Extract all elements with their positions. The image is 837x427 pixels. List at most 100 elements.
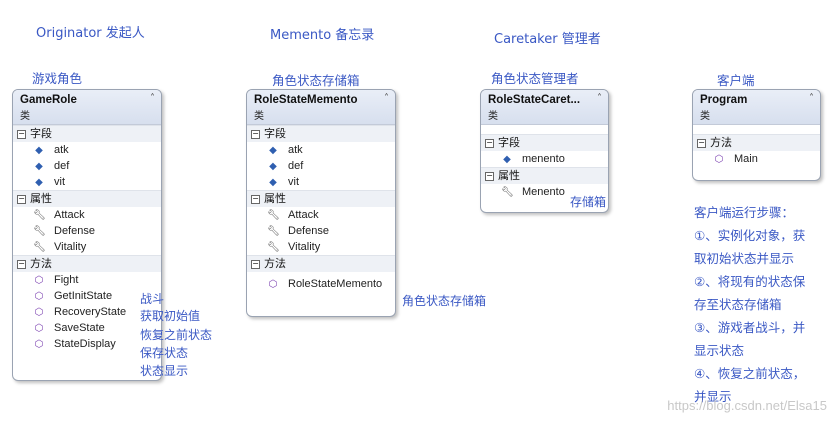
property-row[interactable]: 🔧︎ Attack <box>13 207 161 223</box>
section-properties[interactable]: −属性 <box>13 190 161 207</box>
property-row[interactable]: 🔧︎Menento <box>481 184 608 200</box>
field-row[interactable]: ◆ def <box>247 158 395 174</box>
minus-box-icon[interactable]: − <box>17 259 26 269</box>
property-name: Defense <box>288 225 329 237</box>
method-row[interactable]: ⬡StateDisplay <box>13 336 161 352</box>
field-row[interactable]: ◆ menento <box>481 151 608 167</box>
method-note-save: 保存状态 <box>140 346 189 360</box>
class-name: GameRole <box>20 94 77 106</box>
section-fields[interactable]: −字段 <box>481 134 608 151</box>
section-methods[interactable]: −方法 <box>13 255 161 272</box>
client-steps-title: 客户端运行步骤： <box>694 205 795 220</box>
class-kind: 类 <box>488 111 498 122</box>
minus-box-icon[interactable]: − <box>251 194 260 204</box>
method-icon: ⬡ <box>268 279 278 290</box>
property-name: Attack <box>54 209 85 221</box>
method-name: Fight <box>54 274 79 286</box>
method-name: RecoveryState <box>54 306 127 318</box>
field-icon: ◆ <box>269 161 277 172</box>
field-name: vit <box>288 176 299 188</box>
memento-header: Memento 备忘录 <box>270 28 375 43</box>
method-note-get-init: 获取初始值 <box>140 309 201 323</box>
field-row[interactable]: ◆ vit <box>247 174 395 190</box>
collapse-chevron-icon[interactable]: ˄ <box>384 93 389 104</box>
method-icon: ⬡ <box>34 307 44 318</box>
section-label: 属性 <box>264 192 286 205</box>
class-kind: 类 <box>20 111 30 122</box>
class-kind: 类 <box>700 111 710 122</box>
section-fields[interactable]: −字段 <box>247 125 395 142</box>
watermark: https://blog.csdn.net/Elsa15 <box>667 398 827 413</box>
method-row[interactable]: ⬡GetInitState <box>13 288 161 304</box>
minus-box-icon[interactable]: − <box>697 138 706 148</box>
method-row[interactable]: ⬡Fight <box>13 272 161 288</box>
field-icon: ◆ <box>35 161 43 172</box>
minus-box-icon[interactable]: − <box>251 259 260 269</box>
wrench-icon: 🔧︎ <box>33 242 46 253</box>
property-name: Vitality <box>54 241 87 253</box>
section-fields[interactable]: −字段 <box>13 125 161 142</box>
property-name: Defense <box>54 225 95 237</box>
method-row[interactable]: ⬡ RoleStateMemento <box>247 276 395 292</box>
method-name: RoleStateMemento <box>288 278 383 290</box>
section-label: 属性 <box>30 192 52 205</box>
section-methods[interactable]: −方法 <box>693 134 820 151</box>
game-role-class[interactable]: GameRole 类 ˄ −字段 ◆atk ◆def ◆vit −属性 🔧︎At… <box>12 89 162 381</box>
caretaker-header: Caretaker 管理者 <box>494 32 601 47</box>
method-row[interactable]: ⬡ SaveState <box>13 320 161 336</box>
field-row[interactable]: ◆def <box>13 158 161 174</box>
section-label: 字段 <box>264 127 286 140</box>
field-row[interactable]: ◆atk <box>247 142 395 158</box>
section-methods[interactable]: −方法 <box>247 255 395 272</box>
property-row[interactable]: 🔧︎ Vitality <box>13 239 161 255</box>
method-icon: ⬡ <box>34 323 44 334</box>
field-icon: ◆ <box>269 145 277 156</box>
field-name: def <box>288 160 304 172</box>
field-row[interactable]: ◆atk <box>13 142 161 158</box>
section-label: 属性 <box>498 169 520 182</box>
role-state-memento-class[interactable]: RoleStateMemento 类 ˄ −字段 ◆atk ◆def ◆vit … <box>246 89 396 317</box>
wrench-icon: 🔧︎ <box>267 210 280 221</box>
client-step-line: 存至状态存储箱 <box>694 297 782 312</box>
collapse-chevron-icon[interactable]: ˄ <box>597 93 602 104</box>
method-row[interactable]: ⬡Main <box>693 151 820 167</box>
minus-box-icon[interactable]: − <box>251 129 260 139</box>
section-label: 字段 <box>30 127 52 140</box>
program-class[interactable]: Program 类 ˄ −方法 ⬡Main <box>692 89 821 181</box>
class-name: RoleStateMemento <box>254 94 358 106</box>
minus-box-icon[interactable]: − <box>17 194 26 204</box>
property-name: Menento <box>522 186 565 198</box>
property-row[interactable]: 🔧︎Vitality <box>247 239 395 255</box>
field-icon: ◆ <box>503 154 511 165</box>
property-row[interactable]: 🔧︎Defense <box>247 223 395 239</box>
role-state-caretaker-class[interactable]: RoleStateCaret... 类 ˄ −字段 ◆menento −属性 🔧… <box>480 89 609 213</box>
section-label: 方法 <box>710 136 732 149</box>
game-role-header: GameRole 类 ˄ <box>13 90 161 125</box>
collapse-chevron-icon[interactable]: ˄ <box>809 93 814 104</box>
minus-box-icon[interactable]: − <box>17 129 26 139</box>
method-row[interactable]: ⬡ RecoveryState <box>13 304 161 320</box>
method-name: SaveState <box>54 322 105 334</box>
field-name: menento <box>522 153 565 165</box>
minus-box-icon[interactable]: − <box>485 171 494 181</box>
field-row[interactable]: ◆vit <box>13 174 161 190</box>
wrench-icon: 🔧︎ <box>33 210 46 221</box>
role-state-memento-header: RoleStateMemento 类 ˄ <box>247 90 395 125</box>
property-name: Vitality <box>288 241 321 253</box>
section-properties[interactable]: −属性 <box>247 190 395 207</box>
collapse-chevron-icon[interactable]: ˄ <box>150 93 155 104</box>
method-note-fight: 战斗 <box>140 292 165 306</box>
minus-box-icon[interactable]: − <box>485 138 494 148</box>
method-icon: ⬡ <box>34 291 44 302</box>
property-row[interactable]: 🔧︎Attack <box>247 207 395 223</box>
method-name: Main <box>734 153 758 165</box>
field-icon: ◆ <box>35 177 43 188</box>
client-step-line: ②、将现有的状态保 <box>694 274 806 289</box>
property-row[interactable]: 🔧︎Defense <box>13 223 161 239</box>
originator-header: Originator 发起人 <box>36 26 145 41</box>
section-properties[interactable]: −属性 <box>481 167 608 184</box>
class-name: RoleStateCaret... <box>488 94 581 106</box>
field-icon: ◆ <box>269 177 277 188</box>
method-icon: ⬡ <box>34 339 44 350</box>
method-note-display: 状态显示 <box>140 364 189 378</box>
